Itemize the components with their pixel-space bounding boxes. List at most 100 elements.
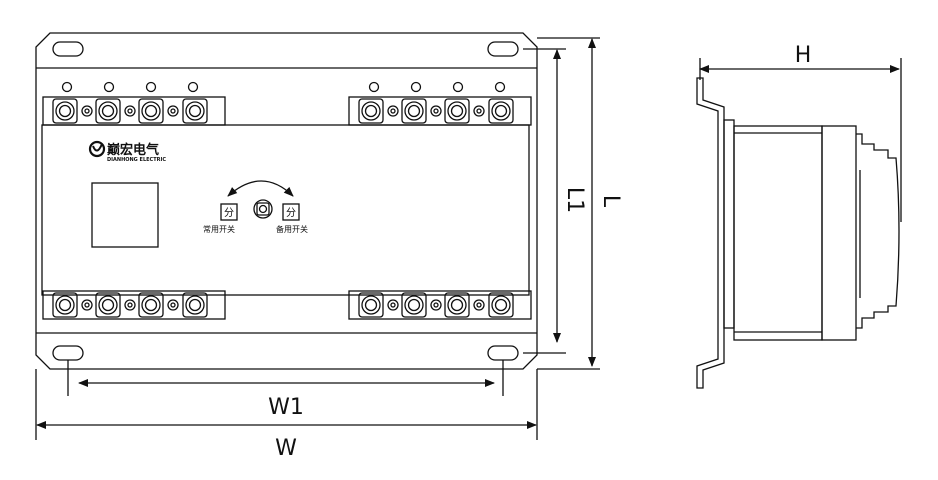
terminal-indicator [387, 105, 399, 117]
rotate-arrow-icon [227, 180, 294, 197]
dimension-label-l1: L1 [562, 187, 587, 213]
terminal-screw-frame [52, 292, 78, 318]
terminal-indicator [124, 299, 136, 311]
side-body-rear [723, 119, 735, 329]
mounting-slot-bottom-left [52, 345, 84, 361]
terminal-screw [141, 295, 161, 315]
terminal-screw [185, 295, 205, 315]
terminal-screw-head [58, 298, 72, 312]
terminal-indicator-dot [390, 302, 396, 308]
terminal-indicator-dot [84, 302, 90, 308]
terminal-indicator [81, 105, 93, 117]
terminal-screw-head [494, 298, 508, 312]
terminal-indicator-dot [433, 108, 439, 114]
terminal-screw-frame [95, 292, 121, 318]
terminal-screw-frame [444, 292, 470, 318]
terminal-indicator [430, 105, 442, 117]
terminal-indicator [387, 299, 399, 311]
terminal-screw-head [364, 298, 378, 312]
dimension-label-h: H [795, 43, 812, 68]
dimension-label-l: L [598, 195, 623, 208]
terminal-screw [491, 101, 511, 121]
terminal-screw-frame [182, 292, 208, 318]
terminal-screw [491, 295, 511, 315]
terminal-block-top-left-1 [42, 96, 226, 126]
side-mounting-bracket [696, 77, 725, 389]
terminal-screw [185, 101, 205, 121]
terminal-indicator [81, 299, 93, 311]
front-view [35, 32, 538, 370]
terminal-screw [98, 295, 118, 315]
dimension-label-w1: W1 [268, 395, 304, 420]
terminal-screw-frame [52, 98, 78, 124]
terminal-screw-frame [95, 98, 121, 124]
selector-knob-square [256, 202, 270, 216]
terminal-indicator-dot [433, 302, 439, 308]
side-cover-profile [856, 133, 900, 329]
right-switch-symbol-box [282, 203, 300, 221]
terminal-indicator-dot [476, 108, 482, 114]
terminal-screw [447, 101, 467, 121]
top-hole-row [61, 81, 506, 93]
terminal-screw [55, 295, 75, 315]
terminal-screw [447, 295, 467, 315]
right-switch-symbol: 分 [286, 207, 296, 219]
terminal-indicator [473, 299, 485, 311]
terminal-screw-frame [138, 292, 164, 318]
terminal-screw [404, 295, 424, 315]
terminal-screw-head [144, 298, 158, 312]
mounting-slot-top-left [52, 41, 84, 57]
terminal-indicator-dot [84, 108, 90, 114]
terminal-screw [361, 295, 381, 315]
terminal-block-bottom-right-4 [348, 290, 532, 320]
brand-name-en: DIANHONG ELECTRIC [107, 157, 166, 163]
terminal-screw-head [364, 104, 378, 118]
side-view [696, 77, 900, 389]
dimension-label-w: W [275, 436, 297, 461]
terminal-screw-head [58, 104, 72, 118]
terminal-screw-head [407, 298, 421, 312]
terminal-screw [55, 101, 75, 121]
side-body-front [821, 125, 857, 341]
mounting-slot-top-right [487, 41, 519, 57]
terminal-screw-frame [358, 98, 384, 124]
right-switch-label: 备用开关 [276, 224, 308, 234]
left-switch-symbol: 分 [224, 207, 234, 219]
terminal-indicator-dot [390, 108, 396, 114]
selector-knob-center [258, 204, 268, 214]
terminal-screw-frame [401, 98, 427, 124]
terminal-indicator-dot [170, 108, 176, 114]
terminal-screw-frame [358, 292, 384, 318]
terminal-screw [141, 101, 161, 121]
terminal-indicator-dot [127, 302, 133, 308]
switch-body [41, 124, 530, 296]
mounting-plate-outline [35, 32, 538, 370]
mounting-slot-bottom-right [487, 345, 519, 361]
display-window [91, 182, 159, 248]
terminal-indicator [124, 105, 136, 117]
terminal-block-bottom-left-3 [42, 290, 226, 320]
terminal-block-top-right-2 [348, 96, 532, 126]
circle-logo-icon [88, 140, 106, 158]
terminal-blocks [42, 96, 532, 320]
left-switch-label: 常用开关 [203, 224, 235, 234]
side-body-main [733, 125, 823, 341]
terminal-screw [98, 101, 118, 121]
terminal-screw-head [188, 298, 202, 312]
selector-knob[interactable] [253, 199, 273, 219]
terminal-screw-head [450, 104, 464, 118]
terminal-indicator [167, 105, 179, 117]
terminal-screw-frame [182, 98, 208, 124]
terminal-indicator-dot [170, 302, 176, 308]
terminal-indicator [167, 299, 179, 311]
terminal-screw-head [101, 104, 115, 118]
terminal-indicator-dot [127, 108, 133, 114]
terminal-screw-frame [488, 292, 514, 318]
brand-name-cn: 巅宏电气 [107, 142, 159, 158]
terminal-screw-frame [138, 98, 164, 124]
dimension-lines [35, 37, 902, 440]
terminal-screw-head [188, 104, 202, 118]
terminal-screw-head [450, 298, 464, 312]
terminal-screw-frame [401, 292, 427, 318]
